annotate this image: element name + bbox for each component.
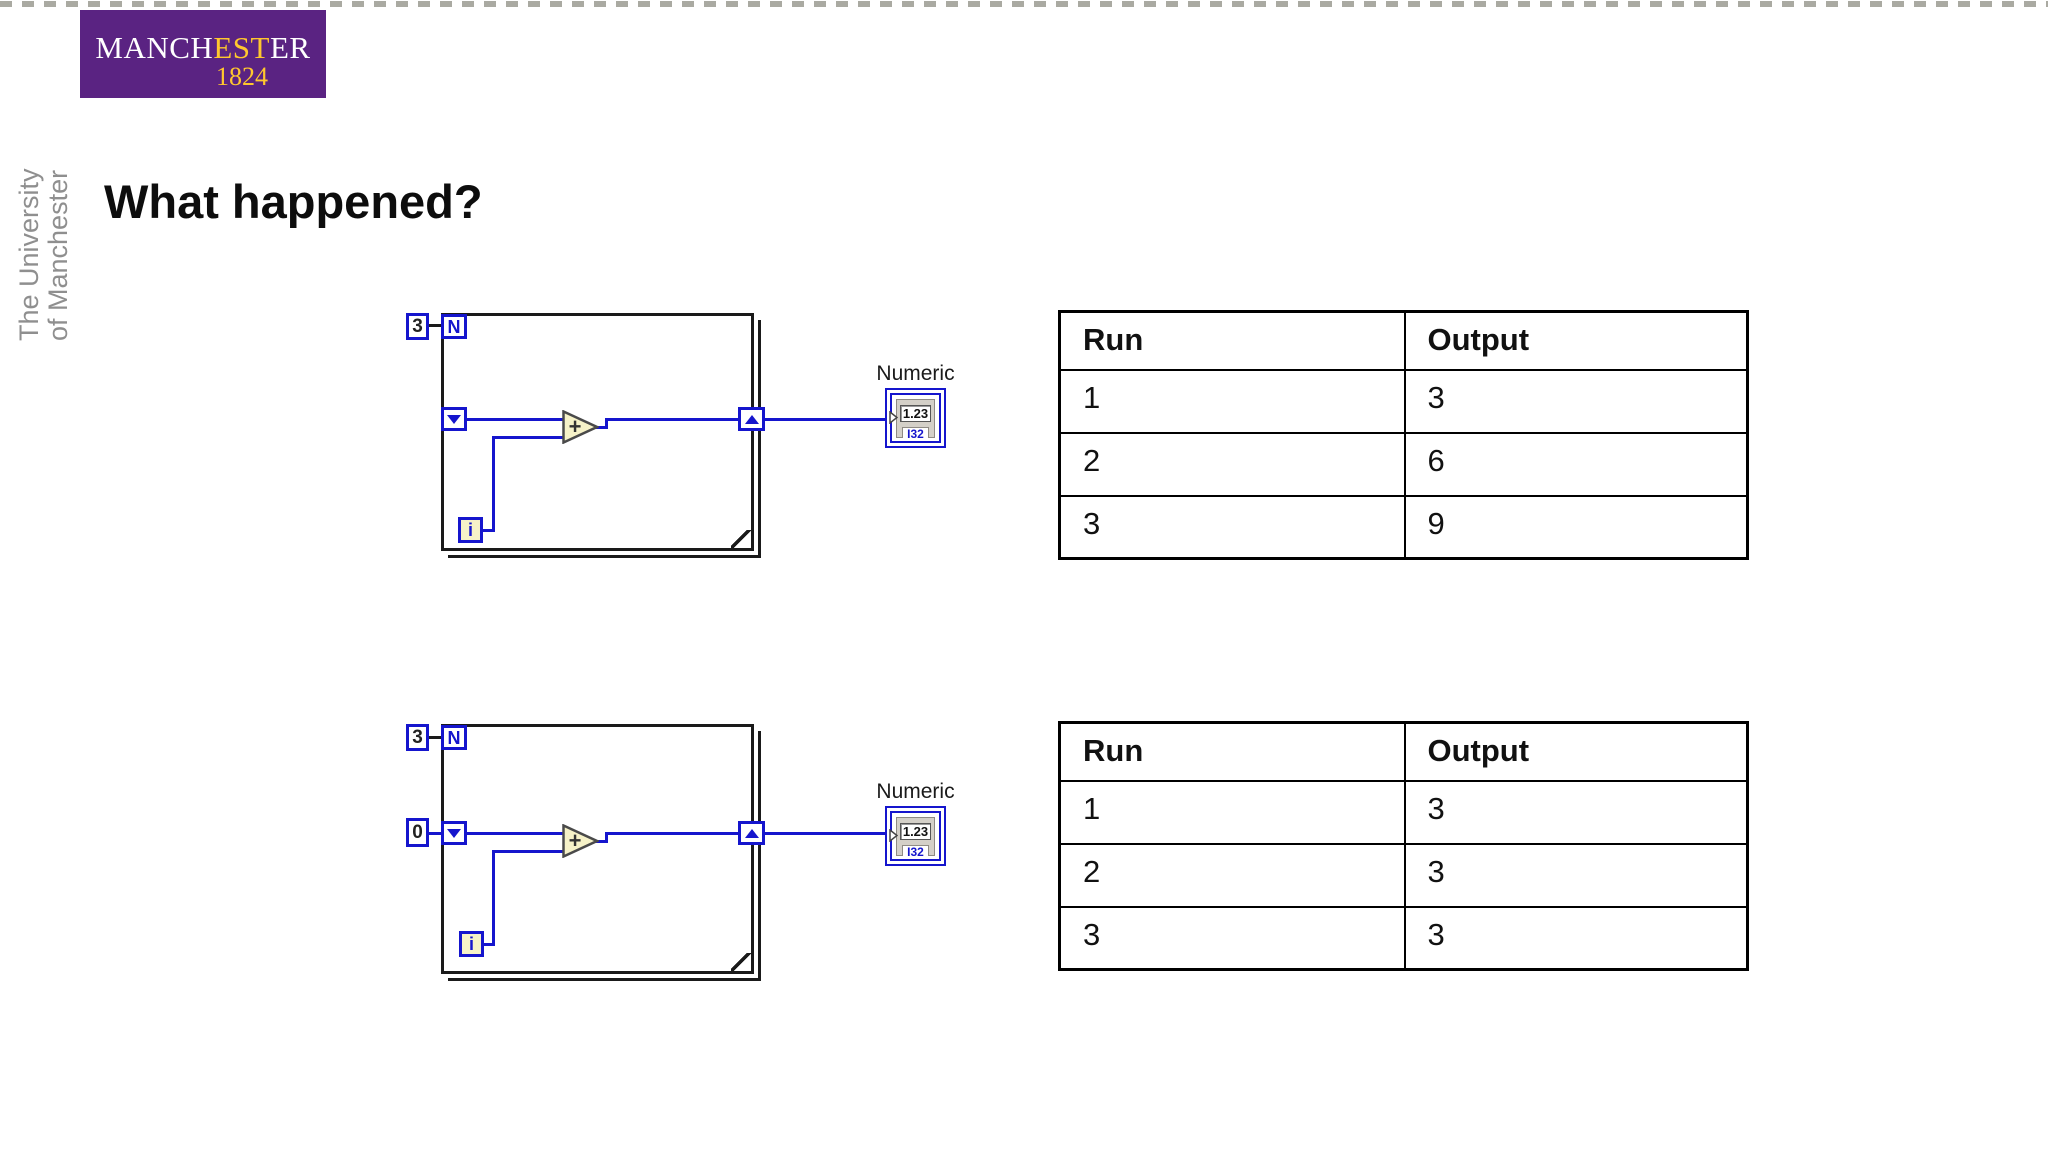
plus-operator: +	[569, 828, 582, 853]
table-cell-output: 6	[1403, 431, 1749, 497]
table-cell-output: 3	[1403, 842, 1749, 908]
logo-word-part2: EST	[213, 30, 270, 65]
count-constant: 3	[406, 724, 429, 751]
video-artifact-strip	[0, 1, 2048, 7]
logo-year: 1824	[216, 62, 268, 91]
resize-grip-icon	[731, 530, 751, 548]
table-header-run: Run	[1058, 721, 1406, 782]
numeric-indicator-frame: 1.23 I32	[890, 811, 941, 861]
panel-leg	[896, 845, 903, 856]
up-arrow-icon	[744, 828, 759, 838]
table-cell-run: 3	[1058, 494, 1406, 560]
for-loop-border	[441, 724, 754, 974]
numeric-indicator-panel: 1.23	[896, 817, 935, 846]
plus-operator: +	[569, 414, 582, 439]
shift-register-left	[441, 821, 467, 845]
indicator-input-arrow-icon	[889, 411, 898, 424]
loop-count-terminal: N	[441, 314, 467, 339]
iteration-terminal: i	[458, 517, 483, 543]
wire	[595, 840, 608, 843]
table-header-run: Run	[1058, 310, 1406, 371]
panel-leg	[928, 427, 935, 438]
wire	[492, 436, 566, 439]
table-cell-output: 3	[1403, 368, 1749, 434]
wire	[605, 418, 608, 429]
logo-wordmark: MANCHESTER	[80, 32, 326, 63]
wire	[492, 436, 495, 532]
for-loop-border	[441, 313, 754, 551]
numeric-indicator-value: 1.23	[899, 405, 932, 422]
table-cell-run: 2	[1058, 842, 1406, 908]
wire	[764, 418, 886, 421]
wire	[428, 736, 442, 739]
wire	[466, 832, 566, 835]
shift-register-left	[441, 407, 467, 431]
numeric-indicator-value: 1.23	[899, 823, 932, 840]
wire	[481, 529, 495, 532]
table-cell-run: 2	[1058, 431, 1406, 497]
table-row: 1 3	[1058, 368, 1749, 434]
shift-register-right	[738, 407, 765, 431]
resize-grip-icon	[731, 953, 751, 971]
table-cell-output: 9	[1403, 494, 1749, 560]
wire	[764, 832, 886, 835]
wire	[466, 418, 566, 421]
down-arrow-icon	[447, 414, 461, 424]
logo-word-part3: ER	[269, 30, 311, 65]
indicator-label: Numeric	[876, 362, 955, 385]
down-arrow-icon	[447, 828, 461, 838]
table-cell-output: 3	[1403, 779, 1749, 845]
count-constant: 3	[406, 313, 429, 340]
wire	[492, 850, 495, 946]
numeric-type-label: I32	[907, 845, 924, 859]
page-title: What happened?	[104, 175, 483, 228]
add-function-node: +	[562, 410, 599, 444]
numeric-type-label: I32	[907, 427, 924, 441]
panel-leg	[928, 845, 935, 856]
wire	[492, 850, 566, 853]
table-header-output: Output	[1403, 310, 1749, 371]
add-function-node: +	[562, 824, 599, 858]
wire	[428, 324, 442, 327]
vertical-text-line2: of Manchester	[43, 169, 73, 341]
table-cell-run: 1	[1058, 779, 1406, 845]
vertical-university-text: The University of Manchester	[14, 97, 73, 341]
table-cell-run: 3	[1058, 905, 1406, 971]
table-header-output: Output	[1403, 721, 1749, 782]
table-header-row: Run Output	[1058, 310, 1749, 371]
table-cell-run: 1	[1058, 368, 1406, 434]
numeric-indicator: 1.23 I32	[885, 806, 946, 866]
logo-word-part1: MANCH	[95, 30, 214, 65]
wire	[605, 832, 741, 835]
table-row: 3 9	[1058, 494, 1749, 560]
loop-count-terminal: N	[441, 725, 467, 750]
table-row: 1 3	[1058, 779, 1749, 845]
wire	[595, 426, 608, 429]
results-table-uninitialized: Run Output 1 3 2 6 3 9	[1058, 310, 1749, 560]
wire	[428, 832, 444, 835]
table-row: 2 6	[1058, 431, 1749, 497]
table-row: 3 3	[1058, 905, 1749, 971]
university-logo: MANCHESTER 1824	[80, 10, 326, 98]
vertical-text-line1: The University	[14, 168, 44, 341]
table-row: 2 3	[1058, 842, 1749, 908]
wire	[482, 943, 495, 946]
up-arrow-icon	[744, 414, 759, 424]
indicator-label: Numeric	[876, 780, 955, 803]
results-table-initialized: Run Output 1 3 2 3 3 3	[1058, 721, 1749, 971]
numeric-indicator: 1.23 I32	[885, 388, 946, 448]
wire	[605, 832, 608, 843]
table-cell-output: 3	[1403, 905, 1749, 971]
init-constant: 0	[406, 818, 429, 847]
iteration-terminal: i	[459, 931, 484, 957]
indicator-input-arrow-icon	[889, 829, 898, 842]
numeric-indicator-frame: 1.23 I32	[890, 393, 941, 443]
wire	[605, 418, 741, 421]
panel-leg	[896, 427, 903, 438]
numeric-indicator-panel: 1.23	[896, 399, 935, 428]
shift-register-right	[738, 821, 765, 845]
table-header-row: Run Output	[1058, 721, 1749, 782]
